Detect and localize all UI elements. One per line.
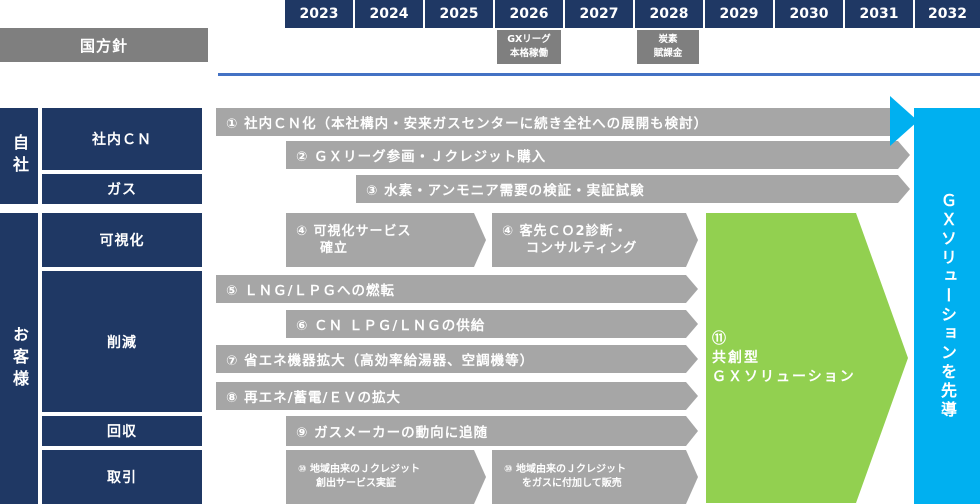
arrow-text-line: ④ 可視化サービス (296, 224, 412, 239)
policy-label: 国方針 (0, 28, 208, 62)
year-2024: 2024 (355, 0, 423, 28)
goal-lead-gx-solution: ＧＸソリューションを先導 (914, 108, 980, 504)
co-creation-number: ⑪ (712, 330, 728, 347)
subcategory-visualize: 可視化 (42, 213, 202, 267)
year-2029: 2029 (705, 0, 773, 28)
arrow-text-line: ⑩ 地域由来のＪクレジット (504, 464, 626, 475)
arrow-gas-maker: ⑨ ガスメーカーの動向に追随 (286, 416, 698, 446)
policy-note-line: 炭素 (658, 34, 678, 45)
policy-note-gx-league: GXリーグ 本格稼働 (497, 30, 561, 64)
arrow-renewables: ⑧ 再エネ/蓄電/ＥＶの拡大 (216, 382, 698, 410)
co-creation-line2: ＧＸソリューション (712, 368, 856, 385)
co-creation-line1: 共創型 (712, 349, 760, 366)
arrow-energy-saving: ⑦ 省エネ機器拡大（高効率給湯器、空調機等） (216, 345, 698, 373)
arrow-text-line: コンサルティング (526, 241, 638, 256)
subcategory-reduce: 削減 (42, 271, 202, 412)
year-2025: 2025 (425, 0, 493, 28)
co-creation-gx-solution: ⑪ 共創型 ＧＸソリューション (706, 213, 908, 503)
policy-note-line: 本格稼働 (509, 48, 548, 59)
policy-note-carbon-levy: 炭素 賦課金 (637, 30, 699, 64)
subcategory-trade: 取引 (42, 450, 202, 504)
category-customer: お客様 (0, 213, 38, 504)
year-2030: 2030 (775, 0, 843, 28)
subcategory-internal-cn: 社内ＣＮ (42, 108, 202, 170)
subcategory-recover: 回収 (42, 416, 202, 446)
year-2032: 2032 (915, 0, 980, 28)
arrow-text-line: 確立 (320, 241, 349, 256)
arrow-hydrogen: ③ 水素・アンモニア需要の検証・実証試験 (356, 175, 910, 203)
year-2031: 2031 (845, 0, 913, 28)
arrow-text-line: ④ 客先ＣＯ2診断・ (502, 224, 628, 239)
arrow-fuel-conversion: ⑤ ＬＮＧ/ＬＰＧへの燃転 (216, 275, 698, 303)
arrow-text-line: 創出サービス実証 (316, 478, 396, 489)
arrow-text-line: をガスに付加して販売 (522, 478, 622, 489)
arrow-visualization-service: ④ 可視化サービス 確立 (286, 213, 486, 267)
arrow-co2-consulting: ④ 客先ＣＯ2診断・ コンサルティング (492, 213, 698, 267)
arrow-internal-cn: ① 社内ＣＮ化（本社構内・安来ガスセンターに続き全社への展開も検討） (216, 108, 910, 136)
timeline-line (218, 73, 980, 76)
year-2028: 2028 (635, 0, 703, 28)
year-2023: 2023 (285, 0, 353, 28)
policy-note-line: GXリーグ (507, 34, 551, 45)
category-company: 自社 (0, 108, 38, 204)
subcategory-gas: ガス (42, 174, 202, 204)
year-2026: 2026 (495, 0, 563, 28)
arrow-text-line: ⑩ 地域由来のＪクレジット (298, 464, 420, 475)
arrow-cn-lpg-supply: ⑥ ＣＮ ＬＰＧ/ＬＮＧの供給 (286, 310, 698, 338)
year-2027: 2027 (565, 0, 633, 28)
arrow-jcredit-creation: ⑩ 地域由来のＪクレジット 創出サービス実証 (286, 450, 486, 504)
arrow-jcredit-sales: ⑩ 地域由来のＪクレジット をガスに付加して販売 (492, 450, 698, 504)
arrow-gx-league: ② ＧＸリーグ参画・Ｊクレジット購入 (286, 141, 910, 169)
policy-note-line: 賦課金 (653, 48, 683, 59)
